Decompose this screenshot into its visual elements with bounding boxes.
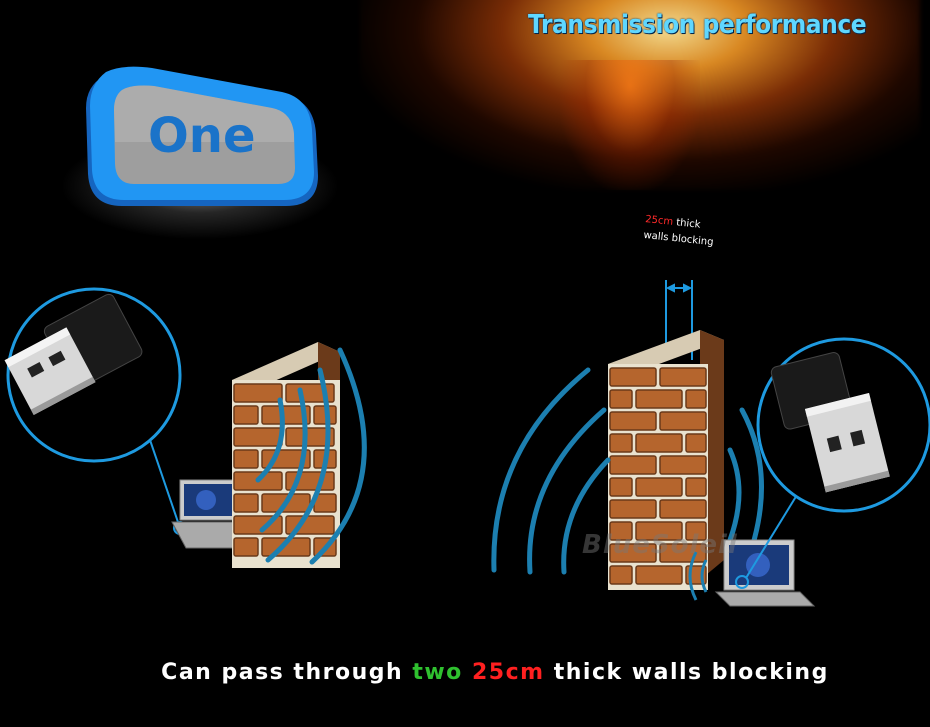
fire-glow-tail (560, 60, 700, 190)
caption: Can pass through two 25cm thick walls bl… (30, 660, 930, 685)
caption-suffix: thick walls blocking (553, 660, 829, 685)
brand-watermark: BlueSoleil (582, 530, 738, 560)
caption-count: two (412, 660, 463, 685)
left-scene (4, 287, 367, 568)
signal-arcs-left (255, 347, 367, 565)
usb-dongle-zoom-left (4, 287, 182, 463)
annotation-thick: thick (675, 217, 701, 231)
annotation-measure: 25cm (644, 213, 674, 228)
annotation-walls: walls blocking (642, 229, 714, 249)
caption-prefix: Can pass through (161, 660, 404, 685)
banner-title: Transmission performance (528, 10, 867, 40)
caption-measure: 25cm (471, 660, 545, 685)
wall-thickness-annotation: 25cm thick walls blocking (643, 212, 736, 253)
right-scene (491, 280, 930, 607)
badge-frame (86, 66, 318, 206)
signal-arcs-laptop (688, 551, 708, 601)
usb-dongle-zoom-right (756, 337, 930, 513)
brick-wall-right (608, 330, 724, 590)
badge-label: One (148, 108, 256, 164)
